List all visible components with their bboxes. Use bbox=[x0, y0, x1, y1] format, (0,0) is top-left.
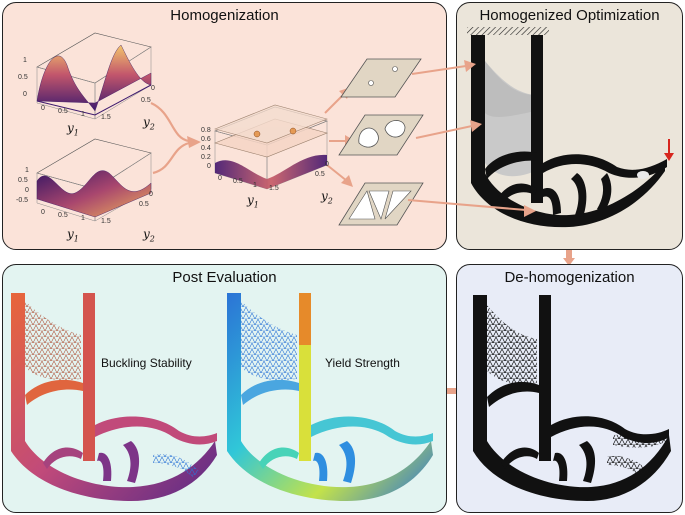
unit-cell-2 bbox=[338, 114, 424, 156]
axis-label-y1: y1 bbox=[247, 193, 259, 210]
axis-label-y1: y1 bbox=[67, 121, 79, 138]
tick-label: 0.5 bbox=[18, 177, 28, 184]
post-evaluation-graphics bbox=[11, 293, 433, 501]
tick-label: 0 bbox=[218, 175, 222, 182]
tick-label: 1.5 bbox=[101, 218, 111, 225]
tick-label: 1 bbox=[25, 167, 29, 174]
homogenized-optimization-panel: Homogenized Optimization bbox=[456, 2, 683, 250]
tick-label: 0.5 bbox=[139, 201, 149, 208]
tick-label: 0 bbox=[325, 161, 329, 168]
tick-label: 0 bbox=[41, 105, 45, 112]
tick-label: 0.5 bbox=[233, 178, 243, 185]
tick-label: -0.5 bbox=[16, 197, 29, 204]
yield-strength-label: Yield Strength bbox=[325, 356, 400, 370]
surface-plot-1 bbox=[36, 32, 152, 120]
unit-cell-3 bbox=[338, 182, 424, 226]
axis-label-y2: y2 bbox=[321, 189, 333, 206]
yield-strength-structure bbox=[227, 293, 433, 501]
buckling-stability-label: Buckling Stability bbox=[101, 356, 192, 370]
dehomogenization-title: De-homogenization bbox=[504, 269, 635, 286]
tick-label: 0 bbox=[149, 191, 153, 198]
tick-label: 0 bbox=[41, 209, 45, 216]
optimized-structure bbox=[467, 27, 674, 228]
surface-plot-combined bbox=[214, 104, 328, 190]
homogenization-title: Homogenization bbox=[170, 7, 279, 24]
tick-label: 1.5 bbox=[269, 185, 279, 192]
tick-label: 1 bbox=[81, 111, 85, 118]
tick-label: 1.5 bbox=[101, 114, 111, 121]
tick-label: 0.5 bbox=[18, 74, 28, 81]
tick-label: 0.2 bbox=[201, 154, 211, 161]
dehomogenization-panel: De-homogenization bbox=[456, 264, 683, 513]
axis-label-y1: y1 bbox=[67, 227, 79, 244]
homogenized-optimization-title: Homogenized Optimization bbox=[479, 7, 660, 24]
tick-label: 0.8 bbox=[201, 127, 211, 134]
post-evaluation-panel: Post Evaluation bbox=[2, 264, 447, 513]
tick-label: 0.5 bbox=[315, 171, 325, 178]
merge-arrows bbox=[150, 101, 201, 175]
tick-label: 0.5 bbox=[58, 108, 68, 115]
buckling-stability-structure bbox=[11, 293, 217, 501]
axis-label-y2: y2 bbox=[143, 227, 155, 244]
tick-label: 0.4 bbox=[201, 145, 211, 152]
surface-plot-2 bbox=[36, 138, 152, 222]
fixed-support-icon bbox=[467, 27, 549, 35]
dehomogenized-structure bbox=[473, 295, 671, 501]
tick-label: 0 bbox=[207, 163, 211, 170]
axis-label-y2: y2 bbox=[143, 115, 155, 132]
tick-label: 0.6 bbox=[201, 136, 211, 143]
unit-cell-1 bbox=[340, 58, 422, 98]
tick-label: 1 bbox=[253, 182, 257, 189]
homogenization-graphics bbox=[36, 32, 424, 226]
tick-label: 0 bbox=[23, 91, 27, 98]
homogenization-panel: Homogenization bbox=[2, 2, 447, 250]
post-evaluation-title: Post Evaluation bbox=[172, 269, 277, 286]
tick-label: 0 bbox=[25, 187, 29, 194]
load-arrow-icon bbox=[664, 139, 674, 161]
tick-label: 1 bbox=[23, 57, 27, 64]
tick-label: 0.5 bbox=[141, 97, 151, 104]
tick-label: 1 bbox=[81, 215, 85, 222]
tick-label: 0.5 bbox=[58, 212, 68, 219]
tick-label: 0 bbox=[151, 85, 155, 92]
